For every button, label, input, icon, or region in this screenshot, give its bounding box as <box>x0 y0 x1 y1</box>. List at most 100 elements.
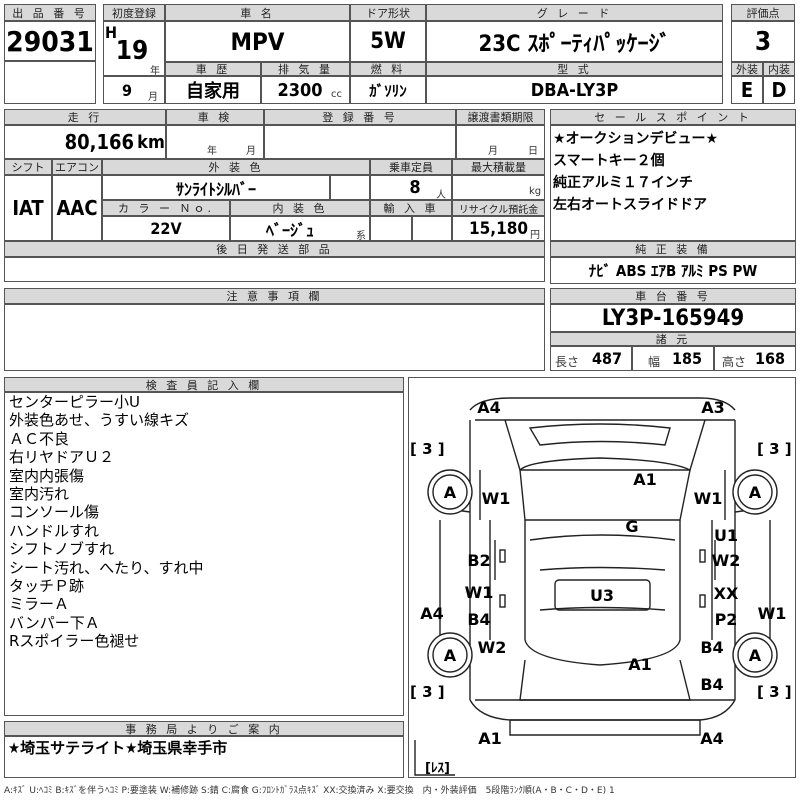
inspection-label: 車 検 <box>166 109 264 125</box>
model-label: 型 式 <box>426 62 723 76</box>
first-reg-year: 19 <box>115 36 149 66</box>
door-label: ドア形状 <box>350 4 426 21</box>
damage-diagram: A A A A [ 3 ] [ 3 ] [ 3 ] [ 3 ] [ﾚｽ] A4 … <box>408 377 796 778</box>
inspector-note: シフトノブすれ <box>9 540 115 559</box>
interior-grade-label: 内装 <box>763 62 795 76</box>
damage-mark: A3 <box>701 398 725 417</box>
notes-label: 注 意 事 項 欄 <box>4 288 545 304</box>
length: 487 <box>591 349 623 368</box>
displacement: 2300 <box>277 79 323 101</box>
sales-point-item: ★オークションデビュー★ <box>553 131 719 147</box>
exterior-color: ｻﾝﾗｲﾄｼﾙﾊﾞｰ <box>175 179 256 199</box>
mileage-label: 走 行 <box>4 109 166 125</box>
color-number-label: カ ラ ー Ｎｏ. <box>102 200 230 216</box>
inspector-note: ミラーＡ <box>9 595 70 614</box>
inspector-note: コンソール傷 <box>9 503 100 522</box>
damage-mark: U3 <box>590 586 614 605</box>
inspector-note: 右リヤドアＵ２ <box>9 448 115 467</box>
tire-bracket: [ 3 ] <box>410 683 445 701</box>
wheel-grade: A <box>444 483 457 502</box>
damage-mark: B4 <box>467 610 490 629</box>
shift-label: シフト <box>4 159 52 175</box>
inspector-note: Rスポイラー色褪せ <box>9 632 140 651</box>
chassis-number: LY3P-165949 <box>601 305 745 331</box>
later-parts-label: 後 日 発 送 部 品 <box>4 241 545 257</box>
recycle-fee-label: リサイクル預託金 <box>452 200 545 216</box>
interior-color: ﾍﾞｰｼﾞｭ <box>265 220 314 240</box>
sales-points-list: ★オークションデビュー★ スマートキー２個 純正アルミ１７インチ 左右オートスラ… <box>550 125 796 241</box>
aircon-label: エアコン <box>52 159 102 175</box>
import-label: 輸 入 車 <box>370 200 452 216</box>
damage-mark: A1 <box>628 655 652 674</box>
history: 自家用 <box>186 81 240 102</box>
sales-point-item: 左右オートスライドドア <box>553 197 707 213</box>
aircon: AAC <box>56 196 98 220</box>
damage-mark: W1 <box>465 583 494 602</box>
interior-color-label: 内 装 色 <box>230 200 370 216</box>
office-notice: ★埼玉サテライト★埼玉県幸手市 <box>8 738 228 757</box>
damage-mark: A1 <box>633 470 657 489</box>
inspector-note: タッチＰ跡 <box>9 577 85 596</box>
grade: 23C ｽﾎﾟｰﾃｨﾊﾟｯｹｰｼﾞ <box>478 31 671 57</box>
damage-mark: U1 <box>714 526 738 545</box>
car-outline: A A A A [ 3 ] [ 3 ] [ 3 ] [ 3 ] [ﾚｽ] A4 … <box>410 397 792 776</box>
history-label: 車 歴 <box>165 62 261 76</box>
damage-mark: G <box>625 517 638 536</box>
damage-mark: P2 <box>715 610 738 629</box>
inspector-note: バンパー下Ａ <box>9 613 100 632</box>
damage-mark: W1 <box>482 489 511 508</box>
damage-mark: W2 <box>478 638 507 657</box>
model-code: DBA-LY3P <box>530 79 619 101</box>
shift: IAT <box>12 196 44 220</box>
fuel: ｶﾞｿﾘﾝ <box>369 81 407 100</box>
max-load-label: 最大積載量 <box>452 159 545 175</box>
score: 3 <box>754 26 772 57</box>
inspector-note: 外装色あせ、うすい線キズ <box>9 411 190 430</box>
inspector-note: ハンドルすれ <box>9 521 100 540</box>
damage-mark: B4 <box>700 638 723 657</box>
legend: A:ｷｽﾞ U:ﾍｺﾐ B:ｷｽﾞを伴うﾍｺﾐ P:要塗装 W:補修跡 S:錆 … <box>4 786 615 796</box>
interior-grade: D <box>771 78 787 102</box>
wheel-grade: A <box>444 646 457 665</box>
damage-mark: W2 <box>712 551 741 570</box>
exterior-grade: E <box>740 78 754 102</box>
car-name: MPV <box>230 27 285 56</box>
exterior-grade-label: 外装 <box>731 62 763 76</box>
mileage: 80,166 <box>64 130 134 154</box>
score-label: 評価点 <box>731 4 795 21</box>
wheel-grade: A <box>749 646 762 665</box>
damage-mark: XX <box>714 584 739 603</box>
era: H <box>104 22 118 42</box>
tire-bracket: [ 3 ] <box>410 440 445 458</box>
sales-point-item: 純正アルミ１７インチ <box>553 175 693 191</box>
wheel-grade: A <box>749 483 762 502</box>
height: 168 <box>754 349 786 368</box>
damage-mark: A4 <box>420 604 444 623</box>
damage-mark: W1 <box>758 604 787 623</box>
sales-point-item: スマートキー２個 <box>553 153 665 169</box>
tire-bracket: [ 3 ] <box>757 683 792 701</box>
damage-mark: B4 <box>700 675 723 694</box>
tire-bracket: [ 3 ] <box>757 440 792 458</box>
color-number: 22V <box>150 219 182 238</box>
inspector-note: 室内汚れ <box>9 485 70 504</box>
first-registration-label: 初度登録 <box>103 4 165 21</box>
spare-tire: [ﾚｽ] <box>425 761 450 776</box>
damage-mark: B2 <box>467 551 490 570</box>
recycle-fee: 15,180 <box>468 218 528 239</box>
inspector-note: センターピラー小U <box>9 393 140 411</box>
genuine-equipment-label: 純 正 装 備 <box>550 241 796 257</box>
lot-number: 29031 <box>6 24 94 58</box>
car-name-label: 車 名 <box>165 4 350 21</box>
first-reg-month: 9 <box>121 80 132 100</box>
inspector-notes-label: 検 査 員 記 入 欄 <box>4 377 404 392</box>
transfer-deadline-label: 譲渡書類期限 <box>456 109 545 125</box>
notes-area <box>4 304 545 371</box>
damage-mark: W1 <box>694 489 723 508</box>
inspector-note: シート汚れ、へたり、すれ中 <box>9 558 204 577</box>
capacity-label: 乗車定員 <box>370 159 452 175</box>
damage-mark: A4 <box>477 398 501 417</box>
grade-label: グ レ ー ド <box>426 4 723 21</box>
later-parts-area <box>4 257 545 282</box>
inspector-note: ＡＣ不良 <box>9 429 70 448</box>
